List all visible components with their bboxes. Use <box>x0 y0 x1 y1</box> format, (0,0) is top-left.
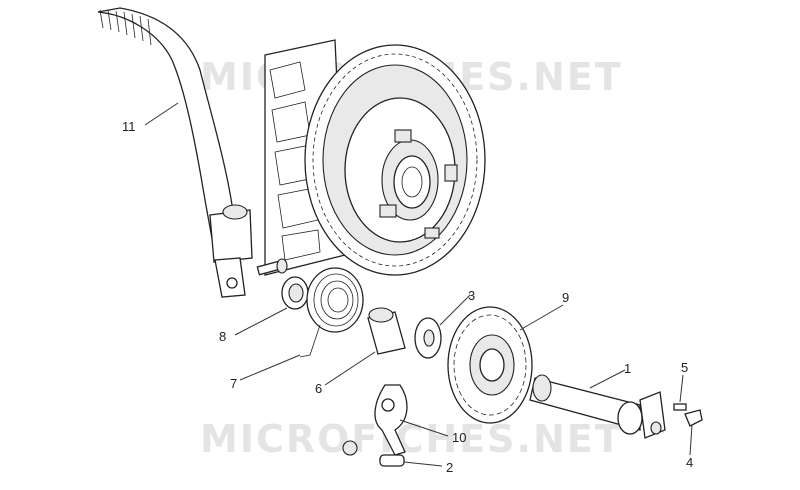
kick-shaft-drawing <box>529 374 666 439</box>
kick-gear-drawing <box>447 306 533 424</box>
callout-11: 11 <box>122 119 136 134</box>
kick-lever-drawing <box>97 7 253 298</box>
spring-drawing <box>299 267 364 358</box>
small-bolt-drawing <box>673 403 703 427</box>
callout-3: 3 <box>468 288 475 303</box>
washer-drawing <box>414 317 442 359</box>
pin-drawing <box>342 440 405 467</box>
clutch-basket-drawing <box>264 39 486 276</box>
callout-2: 2 <box>446 460 453 475</box>
callout-7: 7 <box>230 376 237 391</box>
callout-6: 6 <box>315 381 322 396</box>
callout-5: 5 <box>681 360 688 375</box>
callout-4: 4 <box>686 455 693 470</box>
callout-8: 8 <box>219 329 226 344</box>
oil-seal-drawing <box>281 276 309 310</box>
lever-bolt-drawing <box>256 258 288 276</box>
bushing-drawing <box>367 307 406 355</box>
watermark-bottom: MICROFICHES.NET <box>200 417 623 461</box>
leader-lines <box>144 102 693 467</box>
callout-10: 10 <box>452 430 466 445</box>
clip-drawing <box>374 384 408 456</box>
callout-9: 9 <box>562 290 569 305</box>
callout-1: 1 <box>624 361 631 376</box>
